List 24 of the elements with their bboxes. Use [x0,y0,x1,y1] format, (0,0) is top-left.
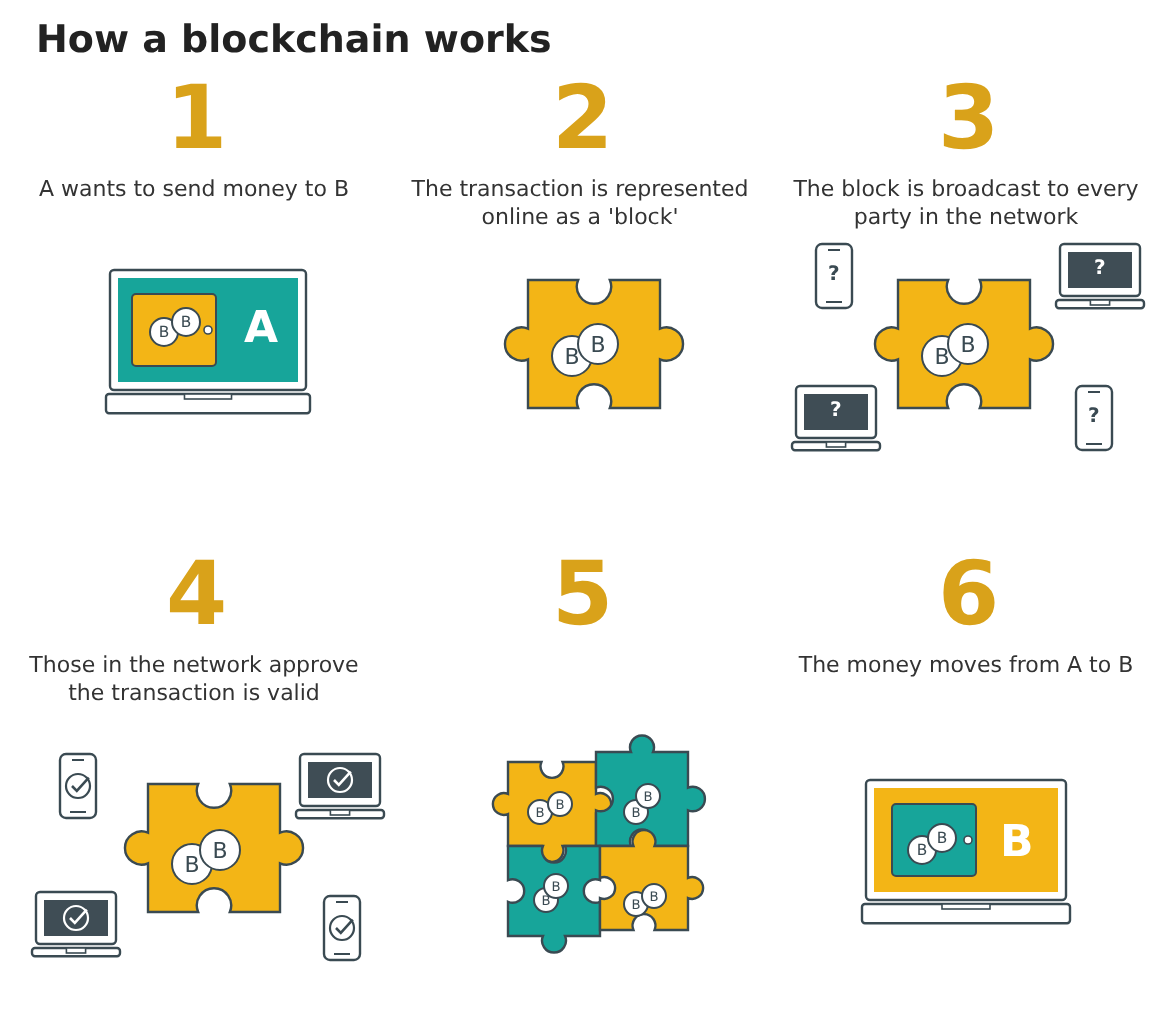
step-number: 4 [166,552,228,640]
coin-letter: B [934,343,950,370]
question-mark: ? [828,266,840,286]
step-number: 3 [938,76,1000,164]
question-mark: ? [1088,408,1100,428]
step-caption: The transaction is represented online as a 'block' [409,176,751,232]
coin-letter: B [564,343,580,370]
question-mark: ? [830,402,842,422]
step-caption: The money moves from A to B [796,652,1136,680]
coin-letter: B [184,851,200,878]
screen-letter: B [1000,822,1034,866]
step-caption: A wants to send money to B [36,176,352,204]
step-number: 6 [938,552,1000,640]
question-mark: ? [1094,260,1106,280]
coin-letter: B [960,331,976,358]
diagram-title: How a blockchain works [36,18,552,62]
step-caption: The block is broadcast to every party in the network [791,176,1141,232]
coin-letter: B [590,331,606,358]
step-number: 5 [552,552,614,640]
step-number: 1 [166,76,228,164]
step-number: 2 [552,76,614,164]
step-caption: Those in the network approve the transaction is valid [27,652,361,708]
screen-letter: A [244,308,279,352]
coin-letter: B [212,837,228,864]
